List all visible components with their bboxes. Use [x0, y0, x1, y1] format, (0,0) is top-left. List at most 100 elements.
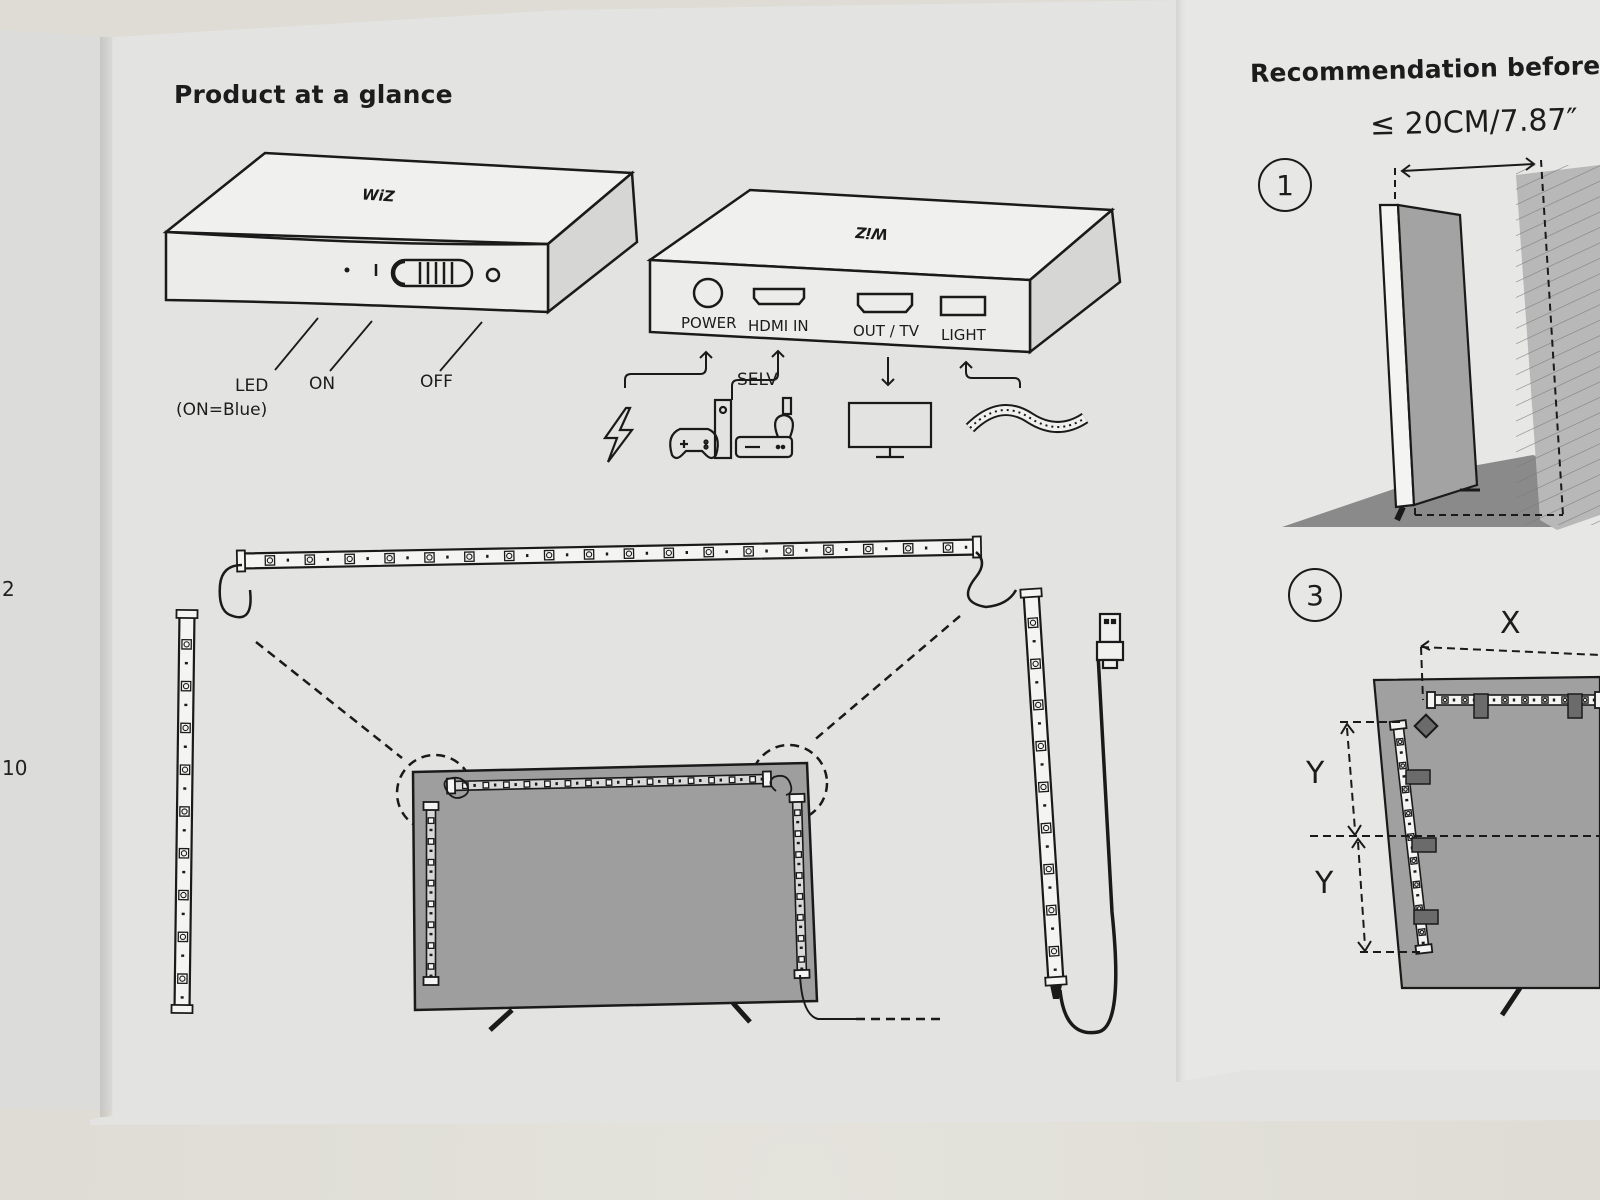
resistor-dot: [286, 558, 290, 562]
resistor-dot: [799, 925, 803, 929]
led-chip: [564, 779, 572, 787]
game-console-icon: [669, 398, 733, 460]
tv-stand-right: [731, 1001, 752, 1024]
led-chip: [623, 548, 635, 560]
resistor-dot: [658, 779, 661, 783]
led-chip: [1398, 761, 1407, 770]
resistor-dot: [182, 870, 186, 874]
led-chip: [703, 546, 715, 558]
resistor-dot: [924, 546, 928, 550]
wiz-logo-back: WiZ: [854, 223, 889, 243]
led-lens: [1562, 697, 1568, 703]
led-chip: [823, 544, 834, 556]
led-chip: [708, 776, 716, 784]
resistor-dot: [429, 974, 433, 977]
resistor-dot: [740, 778, 743, 782]
resistor-dot: [885, 547, 888, 551]
led-lens: [665, 549, 672, 557]
resistor-dot: [1045, 845, 1049, 848]
resistor-dot: [1405, 798, 1409, 802]
led-chip: [427, 962, 435, 970]
resistor-dot: [805, 548, 808, 552]
tv-stand-left: [488, 1008, 514, 1032]
led-lens: [466, 553, 473, 560]
led-lens: [1397, 739, 1403, 745]
resistor-dot: [429, 870, 433, 873]
page-number: 2: [2, 577, 15, 601]
resistor-dot: [1043, 804, 1047, 807]
resistor-dot: [685, 551, 689, 555]
led-lens: [386, 555, 393, 562]
led-chip: [1045, 904, 1058, 916]
led-lens: [181, 766, 189, 773]
resistor-dot: [493, 783, 497, 787]
tv-right-strip: [788, 792, 811, 980]
led-chip: [626, 778, 634, 786]
y-dimension-label-bottom: Y: [1315, 866, 1334, 901]
resistor-dot: [565, 553, 569, 557]
led-chip: [179, 806, 190, 817]
resistor-dot: [525, 554, 529, 558]
led-lens: [1582, 697, 1588, 703]
tv-left-strip: [422, 801, 440, 986]
led-lens: [546, 551, 553, 559]
resistor-dot: [1407, 822, 1412, 826]
page-curl-shadow: [100, 37, 114, 1117]
led-chip: [427, 942, 435, 949]
led-chip: [795, 871, 803, 880]
resistor-dot: [183, 787, 187, 790]
resistor-dot: [1492, 698, 1496, 702]
resistor-dot: [645, 551, 649, 555]
tv-cable: [799, 974, 858, 1020]
led-chip: [427, 817, 435, 825]
off-label: OFF: [420, 372, 453, 392]
led-chip: [178, 847, 190, 859]
led-chip: [503, 550, 515, 562]
led-chip: [1461, 696, 1469, 704]
strip-end-cap: [422, 976, 440, 986]
resistor-dot: [429, 932, 433, 936]
resistor-dot: [1413, 870, 1417, 873]
resistor-dot: [406, 556, 409, 560]
wiz-logo-front: WiZ: [361, 185, 396, 205]
port-label-light: LIGHT: [941, 326, 986, 344]
resistor-dot: [1552, 698, 1556, 702]
led-chip: [424, 552, 435, 563]
resistor-dot: [719, 778, 723, 782]
resistor-dot: [725, 550, 728, 554]
led-label: LED: [235, 376, 269, 396]
led-lens: [1414, 882, 1419, 887]
resistor-dot: [797, 862, 801, 866]
tv-back-view: [411, 761, 858, 1032]
resistor-dot: [326, 557, 329, 561]
led-lens: [1502, 697, 1508, 703]
led-lens: [266, 557, 274, 564]
led-leader-line: [274, 317, 319, 371]
usb-cable: [1058, 653, 1118, 1035]
resistor-dot: [1532, 698, 1536, 702]
led-lens: [346, 555, 353, 563]
led-chip: [1037, 781, 1050, 793]
resistor-dot: [796, 820, 800, 824]
resistor-dot: [486, 554, 489, 558]
strip-end-cap: [788, 792, 806, 804]
led-chip: [1043, 863, 1055, 875]
x-dimension-label: X: [1500, 606, 1521, 641]
strip-end-cap: [1044, 975, 1068, 987]
led-chip: [1412, 880, 1421, 889]
led-chip: [1032, 699, 1044, 711]
resistor-dot: [678, 779, 682, 783]
led-lens: [1032, 660, 1039, 667]
led-lens: [179, 975, 186, 982]
step-number-text: 1: [1276, 168, 1294, 202]
led-chip: [663, 547, 675, 559]
led-chip: [749, 775, 757, 783]
led-chip: [797, 934, 805, 942]
resistor-dot: [964, 545, 968, 549]
led-chip: [304, 554, 316, 566]
resistor-dot: [799, 946, 803, 950]
resistor-dot: [1051, 927, 1055, 930]
selv-label: SELV: [737, 370, 778, 390]
led-chip: [796, 913, 804, 921]
led-chip: [1401, 785, 1410, 794]
